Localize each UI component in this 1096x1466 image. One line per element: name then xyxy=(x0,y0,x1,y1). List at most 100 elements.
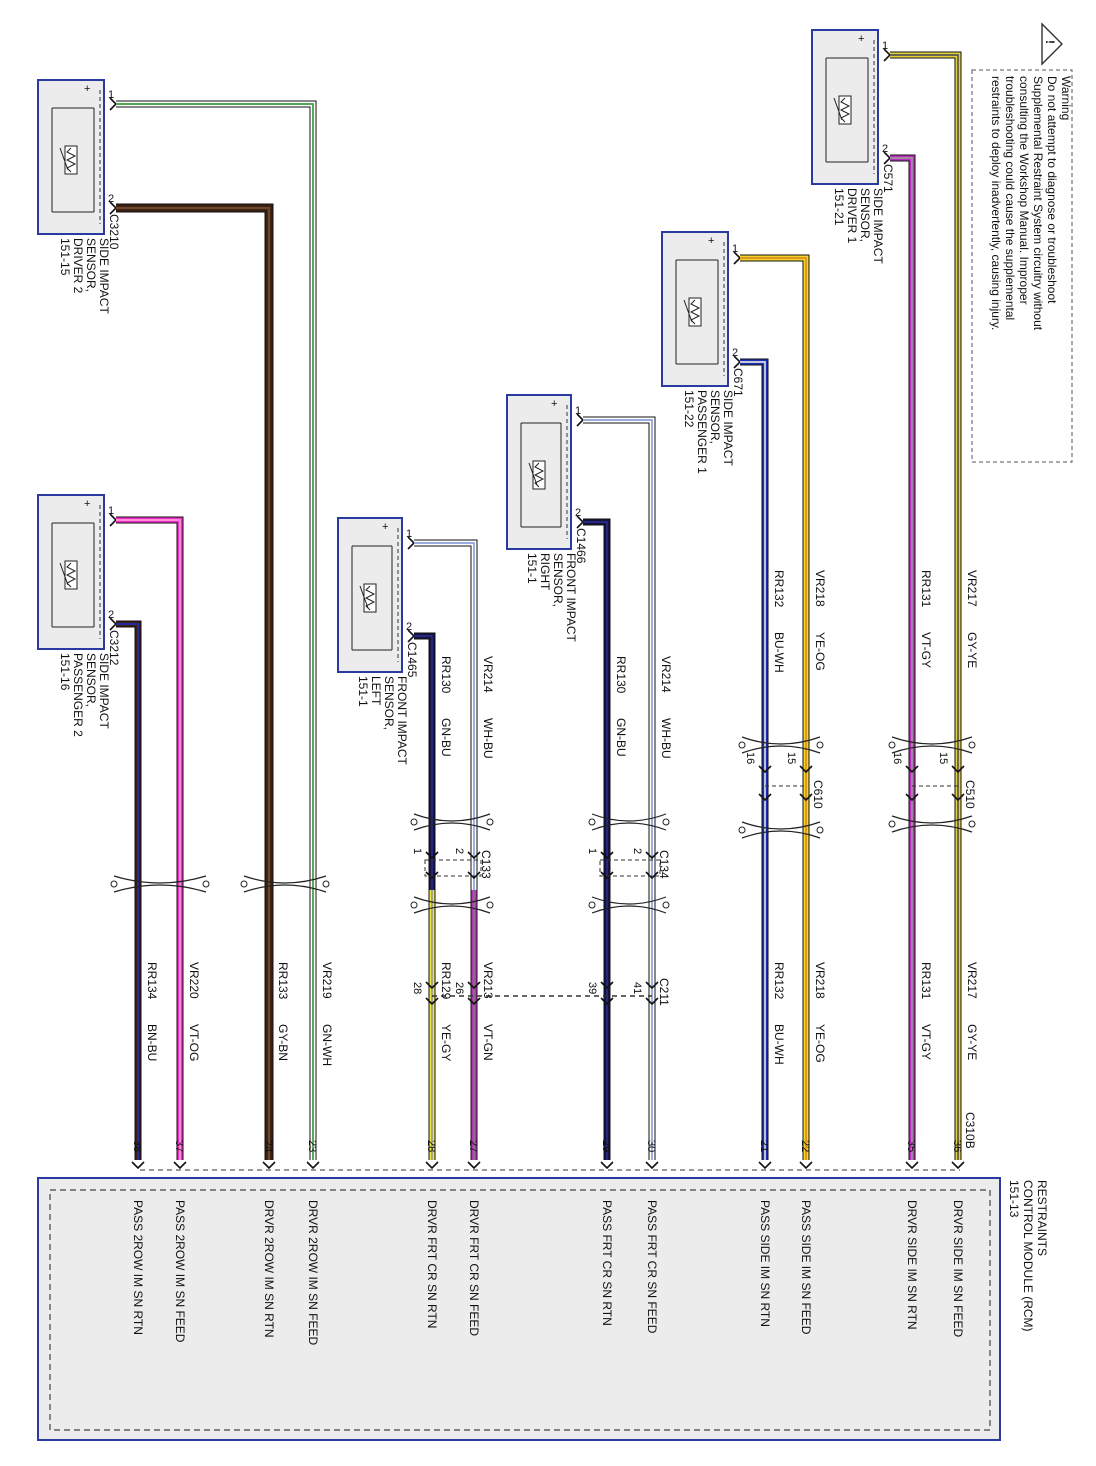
wire-color-label: GN-BU xyxy=(439,718,453,757)
inline-pin-number: 15 xyxy=(937,752,949,764)
wire-color-label: VT-GN xyxy=(481,1024,495,1061)
inline-pin-arrow xyxy=(600,871,614,880)
rcm-pin-number: 28 xyxy=(425,1140,437,1152)
rcm-pin-number: 38 xyxy=(131,1140,143,1152)
resistor-zigzag xyxy=(364,585,376,611)
inline-pin-arrow xyxy=(905,765,919,774)
inline-pin-number: 15 xyxy=(785,752,797,764)
sensor-pin-number: 1 xyxy=(108,505,114,517)
wire-vr214-right-stripe xyxy=(583,419,653,1160)
twisted-pair-marker-end xyxy=(110,880,118,888)
inline-pin-arrow xyxy=(645,997,659,1006)
twisted-pair-marker-end xyxy=(588,901,596,909)
rcm-pin-number: 36 xyxy=(951,1140,963,1152)
twisted-pair-marker-end xyxy=(410,901,418,909)
wire-rr134-stripe xyxy=(116,623,139,1160)
twisted-pair-marker xyxy=(891,824,973,833)
rcm-pin-number: 22 xyxy=(799,1140,811,1152)
sensor-connector-label: C3210 xyxy=(107,214,121,250)
inline-pin-number: 41 xyxy=(631,982,643,994)
wire-rr130-right-stripe xyxy=(583,521,608,1160)
rcm-signal-label: DRVR FRT CR SN RTN xyxy=(425,1200,439,1328)
twisted-pair-marker-end xyxy=(968,741,976,749)
sensor-label: SENSOR, xyxy=(84,238,98,292)
sensor-pin-number: 1 xyxy=(406,528,412,540)
twisted-pair-marker xyxy=(741,745,821,754)
wire-vr219-outline xyxy=(116,100,317,1160)
inline-connector-label: C510 xyxy=(963,780,977,809)
switch-icon xyxy=(59,147,69,171)
rcm-title: RESTRAINTS xyxy=(1035,1180,1049,1256)
wire-circuit-label: VR219 xyxy=(320,962,334,999)
rcm-signal-label: DRVR FRT CR SN FEED xyxy=(467,1200,481,1336)
wire-vr219 xyxy=(116,101,316,1160)
twisted-pair-marker-end xyxy=(738,826,746,834)
wire-rr132-stripe xyxy=(740,361,766,1160)
sensor-label: LEFT xyxy=(369,676,383,706)
inline-pin-arrow xyxy=(645,871,659,880)
switch-icon xyxy=(359,585,369,609)
rcm-pin-arrow xyxy=(467,1161,481,1170)
wire-circuit-label: RR130 xyxy=(439,656,453,694)
inline-pin-number: 2 xyxy=(631,848,643,854)
twisted-pair-marker xyxy=(243,884,327,893)
rcm-pin-arrow xyxy=(645,1161,659,1170)
wire-circuit-label: RR132 xyxy=(772,570,786,608)
wire-color-label: VT-OG xyxy=(187,1024,201,1061)
twisted-pair-marker xyxy=(591,905,667,914)
sensor-label: 151-1 xyxy=(525,553,539,584)
sensor-frame xyxy=(811,29,879,185)
wire-color-label: GY-YE xyxy=(965,1024,979,1060)
rcm-pin-number: 35 xyxy=(905,1140,917,1152)
inline-connector-frame xyxy=(424,859,482,877)
inline-connector-label: C134 xyxy=(657,850,671,879)
wire-color-label: BN-BU xyxy=(145,1024,159,1061)
inline-pin-arrow xyxy=(425,981,439,990)
inline-pin-arrow xyxy=(467,981,481,990)
rcm-pin-arrow xyxy=(799,1161,813,1170)
wire-rr131-outline xyxy=(890,154,916,1160)
rcm-pin-arrow xyxy=(758,1161,772,1170)
inline-pin-number: 16 xyxy=(891,752,903,764)
inline-pin-arrow xyxy=(425,871,439,880)
twisted-pair-marker xyxy=(891,815,973,824)
plus-sign: + xyxy=(382,521,388,533)
inline-pin-arrow xyxy=(799,793,813,802)
inline-pin-arrow xyxy=(645,851,659,860)
sensor-label: DRIVER 2 xyxy=(71,238,85,294)
wire-vr214-left xyxy=(414,540,477,890)
plus-sign: + xyxy=(708,235,714,247)
wire-vr218-stripe xyxy=(740,257,807,1160)
inline-pin-arrow xyxy=(467,871,481,880)
sensor-label: RIGHT xyxy=(538,553,552,591)
rcm-signal-label: DRVR 2ROW IM SN RTN xyxy=(262,1200,276,1338)
warning-line: Do not attempt to diagnose or troublesho… xyxy=(1045,76,1059,304)
inline-pin-arrow xyxy=(600,997,614,1006)
resistor-zigzag xyxy=(533,462,545,488)
twisted-pair-marker-end xyxy=(662,901,670,909)
wire-circuit-label: RR129 xyxy=(439,962,453,1000)
rcm-pin-arrow xyxy=(600,1161,614,1170)
twisted-pair-marker-end xyxy=(968,820,976,828)
sensor-label: 151-1 xyxy=(356,676,370,707)
wire-color-label: VT-GY xyxy=(919,1024,933,1060)
warning-line: restraints to deploy inadvertently, caus… xyxy=(989,76,1003,330)
wire-color-label: GN-WH xyxy=(320,1024,334,1066)
twisted-pair-marker xyxy=(591,813,667,822)
twisted-pair-marker-end xyxy=(240,880,248,888)
rcm-pin-number: 23 xyxy=(306,1140,318,1152)
inline-pin-number: 26 xyxy=(453,982,465,994)
inline-pin-number: 16 xyxy=(744,752,756,764)
rcm-signal-label: DRVR SIDE IM SN FEED xyxy=(951,1200,965,1337)
twisted-pair-marker xyxy=(741,821,821,830)
wire-vr220 xyxy=(116,517,183,1160)
inline-pin-number: 1 xyxy=(586,848,598,854)
sensor-label: SIDE IMPACT xyxy=(97,238,111,314)
warning-title: Warning xyxy=(1059,76,1073,120)
sensor-pin-number: 1 xyxy=(732,243,738,255)
rcm-signal-label: DRVR SIDE IM SN RTN xyxy=(905,1200,919,1330)
sensor-label: SENSOR, xyxy=(84,653,98,707)
